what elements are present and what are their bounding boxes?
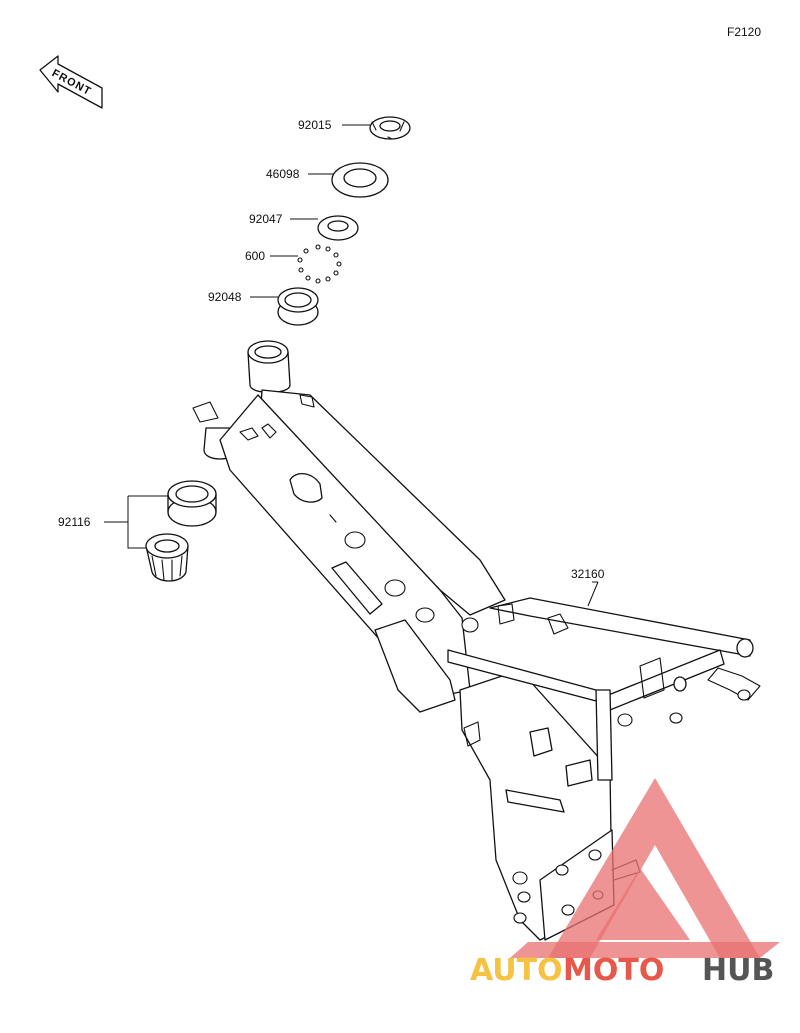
part-92116-bearing bbox=[145, 533, 189, 582]
label-92015: 92015 bbox=[298, 118, 332, 132]
watermark-hub: HUB bbox=[702, 953, 774, 988]
part-92047-race bbox=[317, 215, 359, 241]
part-600-balls bbox=[297, 244, 342, 284]
front-arrow-icon: FRONT bbox=[39, 55, 103, 109]
label-92116: 92116 bbox=[58, 515, 91, 529]
label-600: 600 bbox=[245, 249, 265, 263]
watermark-triangle-icon bbox=[548, 778, 760, 958]
part-46098-seal bbox=[331, 162, 389, 198]
watermark-logo: AUTO MOTO HUB bbox=[470, 778, 780, 988]
part-92048-cup bbox=[277, 287, 319, 326]
label-92047: 92047 bbox=[249, 212, 283, 226]
label-32160: 32160 bbox=[571, 567, 605, 581]
part-92116-race bbox=[167, 480, 217, 527]
part-32160-frame bbox=[192, 340, 761, 941]
watermark-moto: MOTO bbox=[563, 953, 664, 988]
part-92015-nut bbox=[369, 116, 411, 140]
label-46098: 46098 bbox=[266, 167, 300, 181]
label-92048: 92048 bbox=[208, 290, 242, 304]
diagram-code: F2120 bbox=[727, 25, 761, 39]
watermark-auto: AUTO bbox=[470, 953, 563, 988]
